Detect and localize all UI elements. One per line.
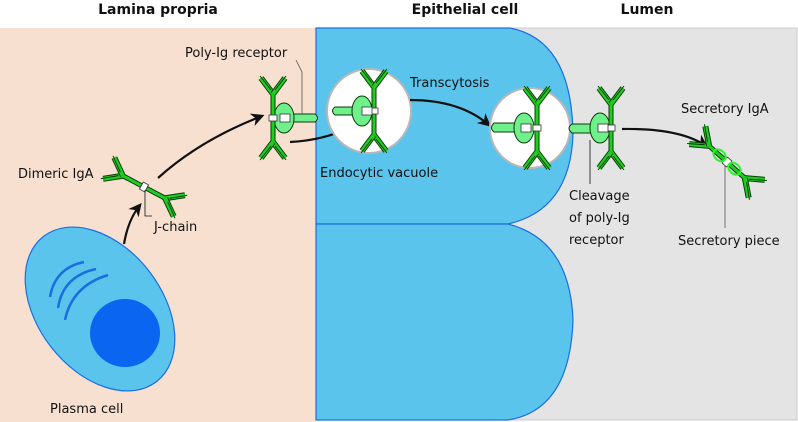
endocytic-vacuole-2: [489, 86, 571, 170]
poly-ig-receptor-leader-line: [295, 59, 303, 114]
secretory-iga-molecule: [687, 124, 767, 200]
label-secretory-iga: Secretory IgA: [681, 102, 769, 117]
label-plasma-cell: Plasma cell: [50, 402, 123, 417]
label-endocytic-vacuole: Endocytic vacuole: [320, 166, 438, 181]
epithelial-cell-lower: [315, 223, 574, 421]
arrow-secretion: [122, 202, 142, 245]
receptor-bound-iga-basolateral: [260, 76, 318, 160]
region-header-lamina-propria: Lamina propria: [98, 2, 218, 18]
receptor-bound-iga-apical: [568, 86, 624, 170]
arrow-to-receptor: [157, 113, 265, 179]
plasma-cell: [24, 226, 176, 392]
label-j-chain: J-chain: [153, 220, 197, 235]
region-header-lumen: Lumen: [621, 2, 674, 18]
label-poly-ig-receptor: Poly-Ig receptor: [185, 46, 288, 61]
j-chain-leader-line: [144, 190, 152, 217]
label-transcytosis: Transcytosis: [409, 76, 490, 91]
label-cleavage-line3: receptor: [569, 233, 625, 248]
arrow-transcytosis: [409, 98, 492, 127]
label-secretory-piece: Secretory piece: [678, 234, 780, 249]
plasma-cell-nucleus: [90, 299, 160, 367]
label-dimeric-iga: Dimeric IgA: [18, 167, 94, 182]
endocytic-vacuole-1: [326, 68, 412, 154]
label-cleavage-line2: of poly-Ig: [569, 211, 630, 226]
label-cleavage-line1: Cleavage: [569, 189, 630, 204]
region-header-epithelial-cell: Epithelial cell: [412, 2, 519, 18]
